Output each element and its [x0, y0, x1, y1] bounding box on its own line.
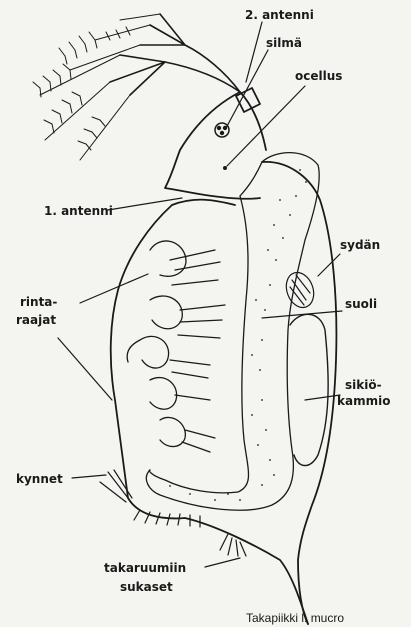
brood-chamber-drawing	[290, 314, 328, 465]
leader-lines	[58, 22, 342, 567]
thoracic-legs-drawing	[127, 241, 225, 452]
label-claws: kynnet	[16, 472, 63, 486]
label-brood-chamber-line1: sikiö-	[345, 378, 382, 392]
gut-stipple	[169, 169, 307, 501]
label-setae-line1: takaruumiin	[104, 561, 186, 575]
label-heart: sydän	[340, 238, 380, 252]
label-ocellus: ocellus	[295, 69, 342, 83]
label-thoracic-legs-line1: rinta-	[20, 295, 57, 309]
label-gut: suoli	[345, 297, 377, 311]
ocellus-dot	[223, 166, 227, 170]
label-first-antenna: 1. antenni	[44, 204, 113, 218]
gut-drawing	[146, 153, 319, 511]
label-brood-chamber-line2: kammio	[337, 394, 390, 408]
label-second-antenna: 2. antenni	[245, 8, 314, 22]
label-setae-line2: sukaset	[120, 580, 173, 594]
label-thoracic-legs-line2: raajat	[16, 313, 56, 327]
caption-mucro: Takapiikki l. mucro	[246, 611, 344, 625]
heart-drawing	[282, 269, 319, 312]
second-antenna-drawing	[33, 14, 240, 160]
label-eye: silmä	[266, 36, 302, 50]
carapace-drawing	[111, 162, 337, 624]
